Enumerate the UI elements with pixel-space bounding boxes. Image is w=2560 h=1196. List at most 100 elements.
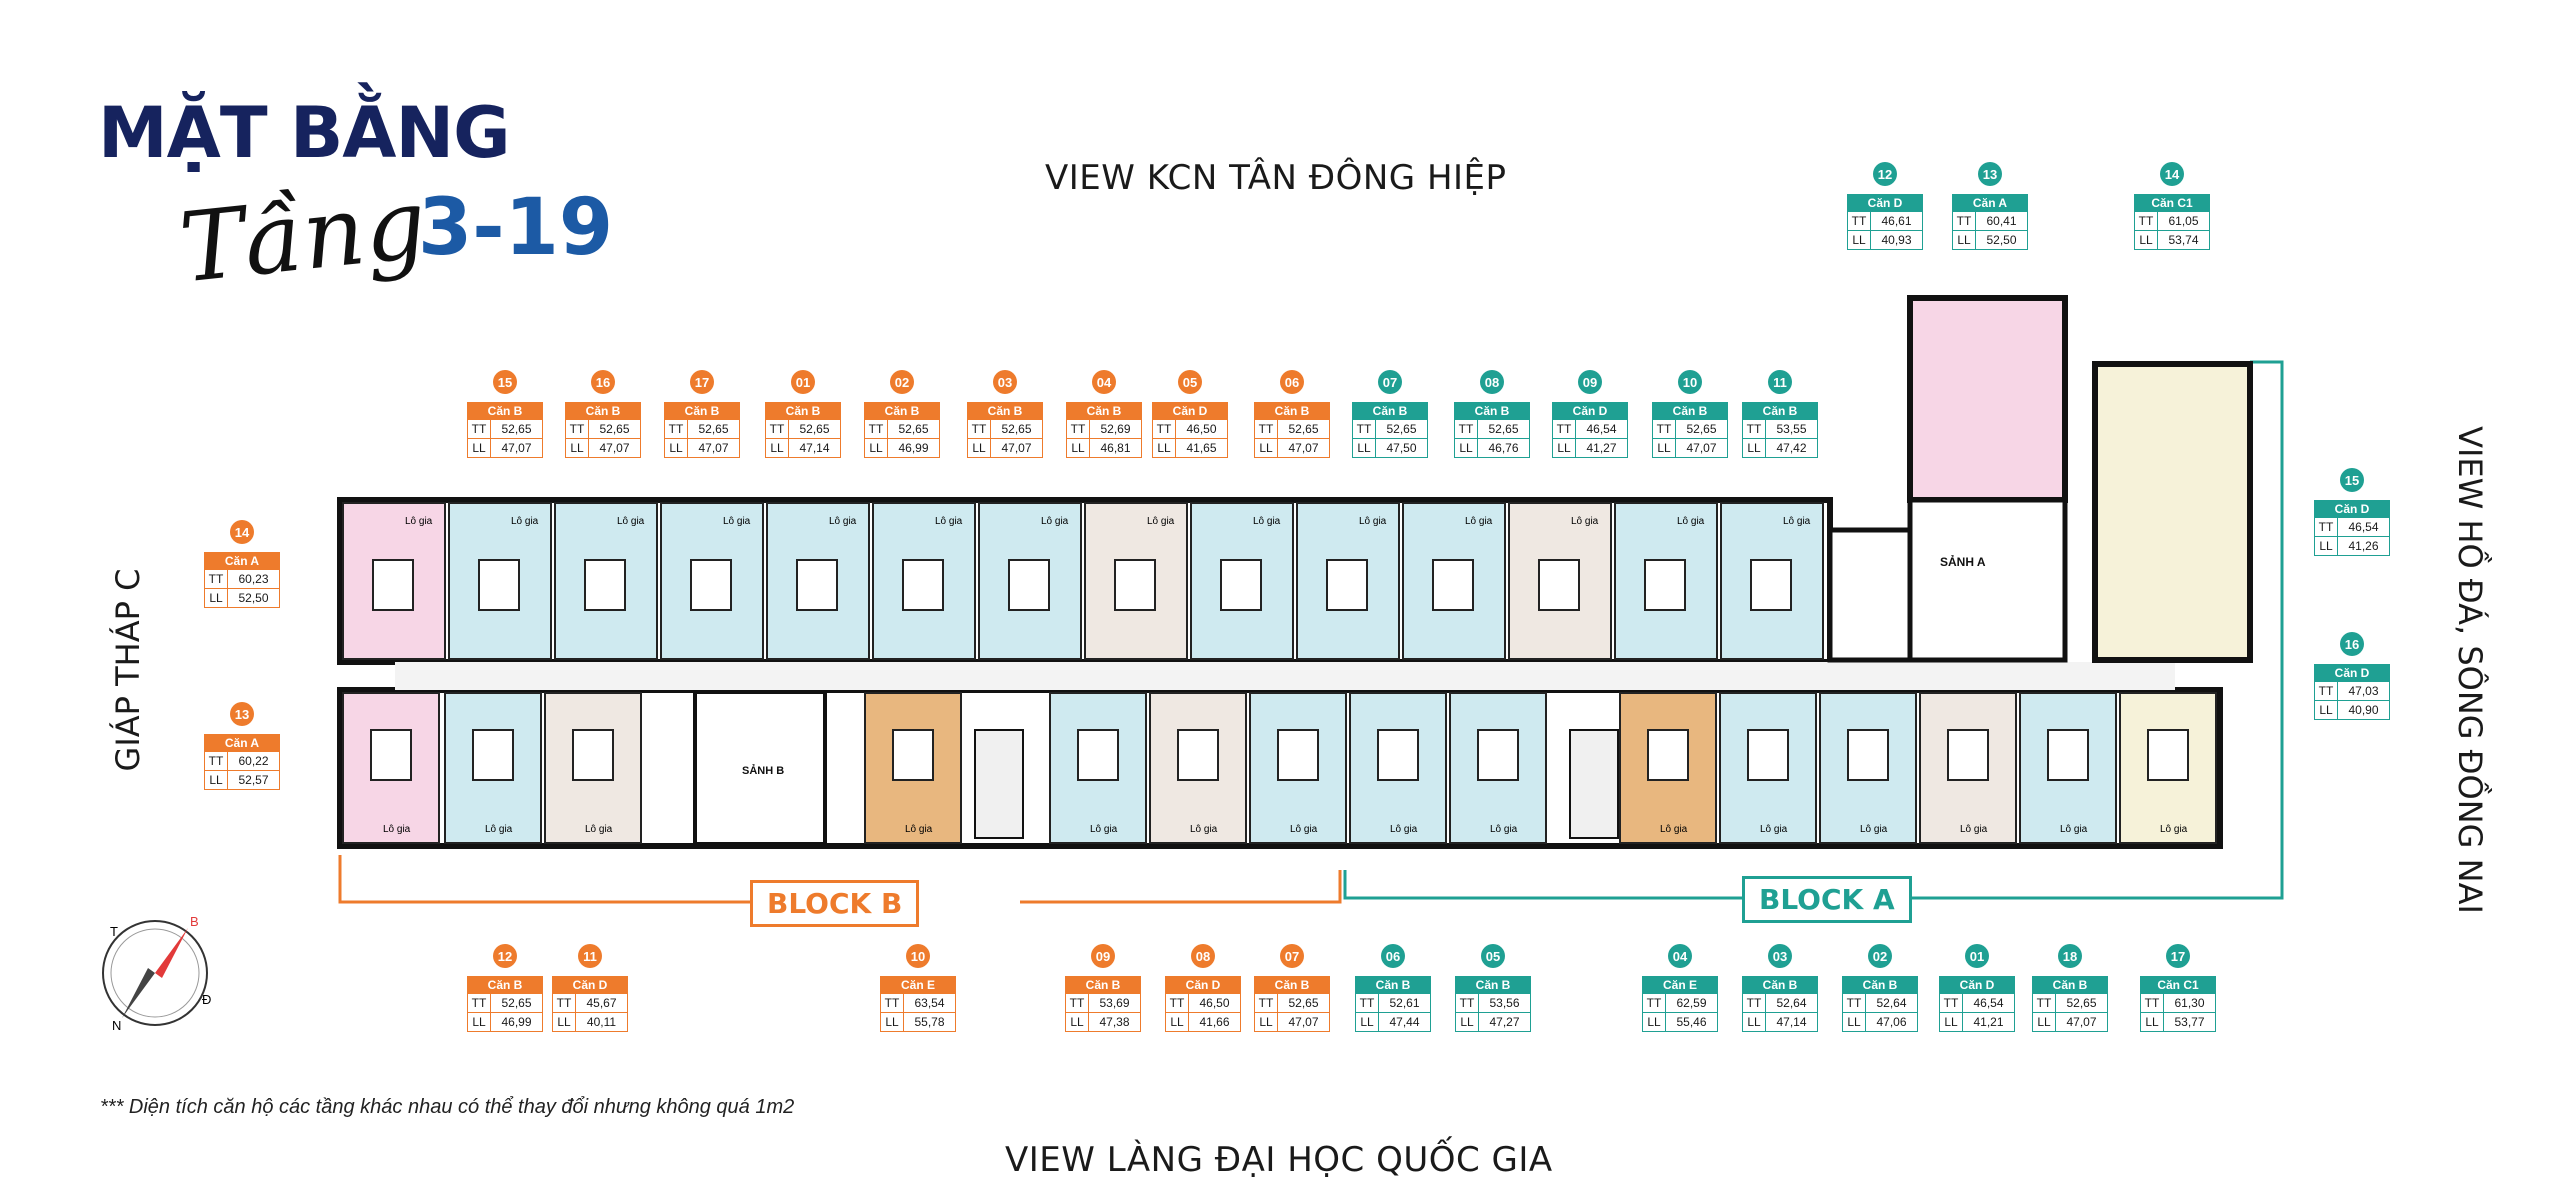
unit-number: 12 xyxy=(1873,162,1897,186)
tt-value: 63,54 xyxy=(914,996,945,1010)
ll-key: LL xyxy=(968,439,991,457)
ll-key: LL xyxy=(553,1013,576,1031)
ll-key: LL xyxy=(468,439,491,457)
ll-key: LL xyxy=(1353,439,1376,457)
tt-value: 52,65 xyxy=(1001,422,1032,436)
tt-value: 52,65 xyxy=(501,996,532,1010)
bathroom xyxy=(1326,559,1368,611)
tt-key: TT xyxy=(1953,212,1976,230)
loggia-label: Lô gia xyxy=(1677,516,1705,527)
tt-value: 53,69 xyxy=(1099,996,1130,1010)
unit-number: 15 xyxy=(493,370,517,394)
unit-type: Căn B xyxy=(1842,976,1918,994)
ll-value: 40,90 xyxy=(2348,703,2379,717)
unit-type: Căn D xyxy=(1152,402,1228,420)
tt-key: TT xyxy=(1843,994,1866,1012)
unit-number: 14 xyxy=(2160,162,2184,186)
unit-type: Căn A xyxy=(204,734,280,752)
unit-type: Căn B xyxy=(765,402,841,420)
tt-value: 52,65 xyxy=(599,422,630,436)
unit-type: Căn E xyxy=(1642,976,1718,994)
tt-key: TT xyxy=(1643,994,1666,1012)
loggia-label: Lô gia xyxy=(617,516,645,527)
unit-number: 18 xyxy=(2058,944,2082,968)
loggia-label: Lô gia xyxy=(1290,824,1318,835)
ll-value: 40,93 xyxy=(1881,233,1912,247)
unit-number: 06 xyxy=(1280,370,1304,394)
ll-value: 55,78 xyxy=(914,1015,945,1029)
unit-number: 02 xyxy=(890,370,914,394)
loggia-label: Lô gia xyxy=(1041,516,1069,527)
unit-number: 14 xyxy=(230,520,254,544)
unit-number: 13 xyxy=(230,702,254,726)
tt-value: 52,61 xyxy=(1389,996,1420,1010)
ll-value: 40,11 xyxy=(586,1015,617,1029)
tt-value: 46,54 xyxy=(1586,422,1617,436)
unit-number: 17 xyxy=(690,370,714,394)
ll-key: LL xyxy=(1953,231,1976,249)
bathroom xyxy=(1947,729,1989,781)
bathroom xyxy=(478,559,520,611)
loggia-label: Lô gia xyxy=(1490,824,1518,835)
compass-n: N xyxy=(112,1018,121,1033)
tt-key: TT xyxy=(2033,994,2056,1012)
view-bottom-label: VIEW LÀNG ĐẠI HỌC QUỐC GIA xyxy=(1005,1140,1553,1180)
tt-key: TT xyxy=(205,752,228,770)
ll-key: LL xyxy=(1067,439,1090,457)
tt-key: TT xyxy=(1456,994,1479,1012)
tt-key: TT xyxy=(468,420,491,438)
unit-type: Căn D xyxy=(1165,976,1241,994)
ll-key: LL xyxy=(865,439,888,457)
unit-type: Căn B xyxy=(2032,976,2108,994)
tt-value: 46,54 xyxy=(2348,520,2379,534)
unit-type: Căn B xyxy=(664,402,740,420)
connector xyxy=(1827,527,1913,663)
tt-key: TT xyxy=(566,420,589,438)
bathroom xyxy=(690,559,732,611)
ll-value: 47,50 xyxy=(1386,441,1417,455)
unit-number: 11 xyxy=(578,944,602,968)
unit-number: 10 xyxy=(1678,370,1702,394)
unit-type: Căn B xyxy=(1652,402,1728,420)
ll-key: LL xyxy=(665,439,688,457)
tt-key: TT xyxy=(1848,212,1871,230)
tt-value: 60,22 xyxy=(238,754,269,768)
ll-value: 41,27 xyxy=(1586,441,1617,455)
bathroom xyxy=(1538,559,1580,611)
tt-key: TT xyxy=(665,420,688,438)
loggia-label: Lô gia xyxy=(935,516,963,527)
unit-type: Căn B xyxy=(1254,402,1330,420)
loggia-label: Lô gia xyxy=(1359,516,1387,527)
bathroom xyxy=(472,729,514,781)
tt-value: 52,69 xyxy=(1100,422,1131,436)
unit-type: Căn D xyxy=(1847,194,1923,212)
tt-key: TT xyxy=(766,420,789,438)
unit-number: 17 xyxy=(2166,944,2190,968)
tt-key: TT xyxy=(1553,420,1576,438)
loggia-label: Lô gia xyxy=(2060,824,2088,835)
tt-key: TT xyxy=(1940,994,1963,1012)
bathroom xyxy=(1114,559,1156,611)
unit-number: 11 xyxy=(1768,370,1792,394)
ll-key: LL xyxy=(766,439,789,457)
ll-key: LL xyxy=(1455,439,1478,457)
loggia-label: Lô gia xyxy=(585,824,613,835)
tt-key: TT xyxy=(865,420,888,438)
